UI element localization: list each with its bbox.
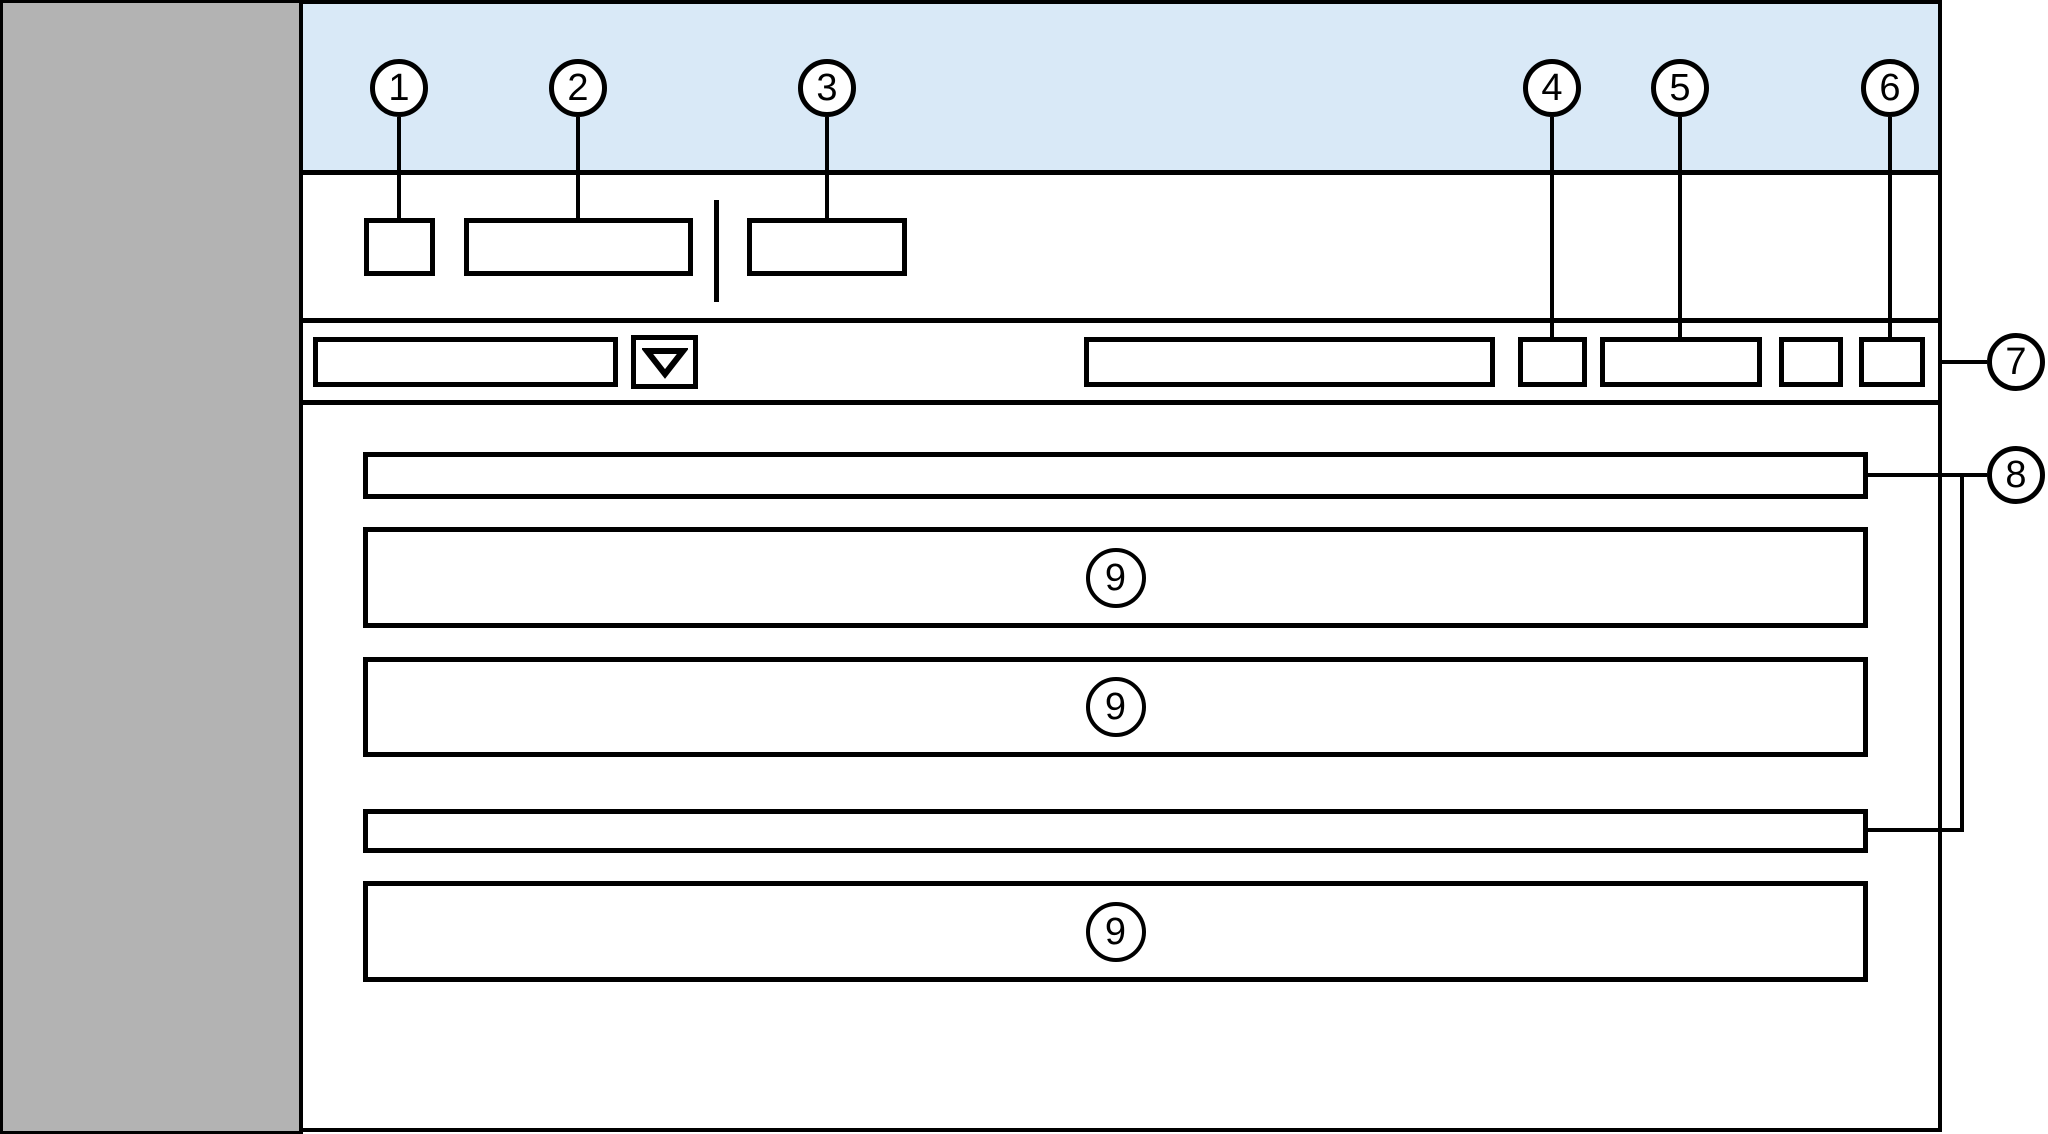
menu-divider xyxy=(714,200,719,302)
callout-2-connector xyxy=(576,117,580,218)
toolbar-top-rule xyxy=(303,318,1938,323)
menu-control-wide[interactable] xyxy=(464,218,693,276)
toolbar-button-6[interactable] xyxy=(1859,337,1925,387)
callout-3-connector xyxy=(825,117,829,218)
callout-5-connector xyxy=(1678,117,1682,339)
content-row-2[interactable]: 9 xyxy=(363,657,1868,757)
sidebar-panel xyxy=(0,0,303,1134)
callout-6-badge: 6 xyxy=(1861,59,1919,117)
toolbar-field-left[interactable] xyxy=(313,337,618,387)
callout-2-badge: 2 xyxy=(549,59,607,117)
callout-7-connector xyxy=(1940,360,1987,364)
toolbar-button-5[interactable] xyxy=(1600,337,1762,387)
callout-8-connector-top xyxy=(1866,473,1987,477)
content-bar-thin-1[interactable] xyxy=(363,452,1868,499)
callout-8-bracket-vertical xyxy=(1960,473,1964,832)
callout-5-badge: 5 xyxy=(1651,59,1709,117)
callout-9-badge-1: 9 xyxy=(1085,547,1146,608)
content-bar-thin-2[interactable] xyxy=(363,809,1868,853)
content-row-3[interactable]: 9 xyxy=(363,881,1868,982)
callout-4-badge: 4 xyxy=(1523,59,1581,117)
toolbar-field-long[interactable] xyxy=(1084,337,1495,387)
triangle-down-icon xyxy=(641,347,688,379)
callout-8-badge: 8 xyxy=(1987,446,2045,504)
toolbar-button-small[interactable] xyxy=(1779,337,1843,387)
callout-4-connector xyxy=(1550,117,1554,339)
callout-9-badge-2: 9 xyxy=(1085,677,1146,737)
callout-8-connector-bottom xyxy=(1866,828,1964,832)
toolbar-dropdown[interactable] xyxy=(631,335,698,389)
callout-3-badge: 3 xyxy=(798,59,856,117)
callout-9-badge-3: 9 xyxy=(1085,901,1146,962)
menu-control-small[interactable] xyxy=(364,218,435,276)
menu-control-right[interactable] xyxy=(747,218,907,276)
toolbar-bottom-rule xyxy=(303,400,1938,405)
toolbar-button-4[interactable] xyxy=(1518,337,1587,387)
content-row-1[interactable]: 9 xyxy=(363,527,1868,628)
callout-7-badge: 7 xyxy=(1987,333,2045,391)
callout-1-connector xyxy=(397,117,401,218)
callout-1-badge: 1 xyxy=(370,59,428,117)
callout-6-connector xyxy=(1888,117,1892,339)
